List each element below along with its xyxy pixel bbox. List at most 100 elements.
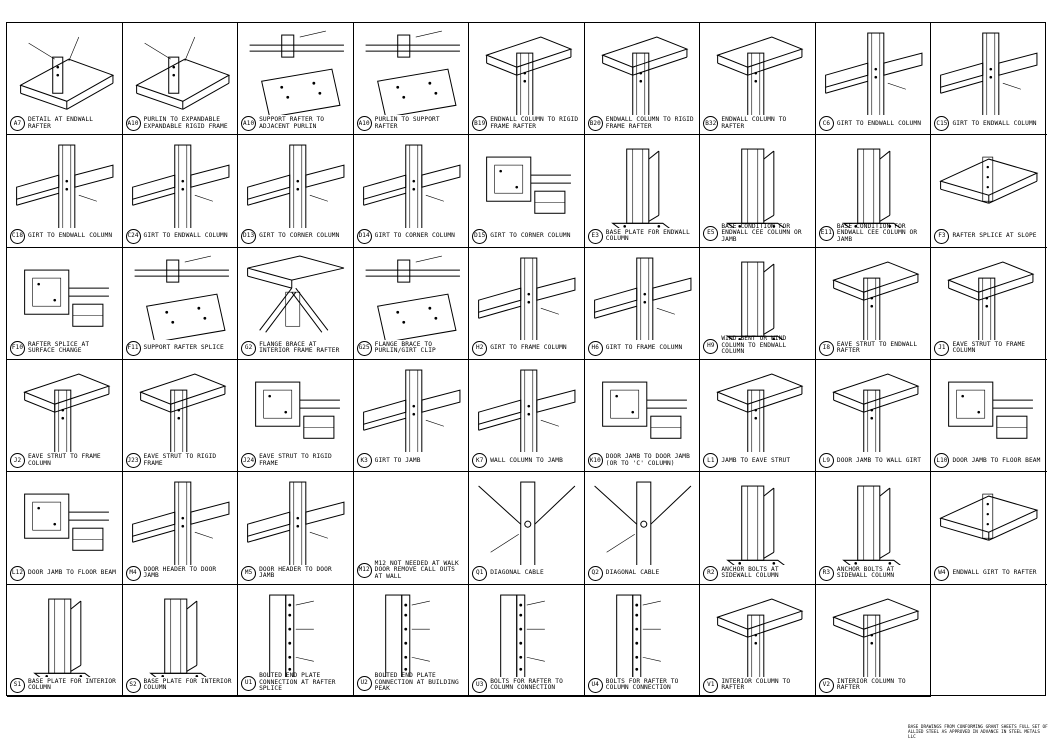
detail-id: B20 [589,119,601,127]
detail-id: H2 [476,344,484,352]
detail-id-badge: H9 [703,338,719,354]
detail-id: H9 [707,341,715,349]
detail-title: BASE PLATE FOR INTERIOR COLUMN [28,677,116,692]
detail-id: S2 [129,681,137,689]
detail-id-badge: M5 [241,565,257,581]
detail-id-badge: B19 [472,116,488,132]
detail-title: GIRT TO CORNER COLUMN [374,231,455,239]
detail-id-badge: R2 [703,565,719,581]
detail-id-badge: F3 [934,228,950,244]
detail-title: GIRT TO ENDWALL COLUMN [836,119,922,127]
detail-drawing [948,381,1034,439]
detail-drawing [601,381,687,439]
detail-drawing [500,594,546,677]
detail-drawing [23,373,111,453]
detail-id-badge: S2 [125,677,141,693]
detail-id-badge: M4 [125,565,141,581]
detail-id-badge: L1 [703,453,719,469]
detail-id: M5 [244,568,253,576]
detail-g2-20: G2 FLANGE BRACE AT INTERIOR FRAME RAFTER [238,247,354,360]
detail-drawing [485,36,573,116]
detail-drawing [832,373,920,453]
detail-drawing [842,485,900,565]
detail-id: G2 [244,344,253,352]
detail-drawing [255,381,341,439]
detail-id-badge: S1 [10,677,25,693]
detail-title: DOOR HEADER TO DOOR JAMB [259,565,332,580]
detail-id: D13 [243,231,255,239]
detail-drawing [716,598,804,677]
detail-title: SUPPORT RAFTER SPLICE [143,344,224,352]
detail-drawing [726,485,785,565]
detail-id: B19 [474,119,486,127]
detail-id-badge: H2 [472,340,488,356]
detail-id: J23 [127,456,139,464]
detail-id-badge: B32 [703,116,719,132]
detail-drawing [362,144,461,228]
detail-id-badge: U4 [587,677,603,693]
detail-drawing [384,594,430,677]
detail-drawing [478,481,576,565]
detail-title: BOLTS FOR RAFTER TO COLUMN CONNECTION [490,677,563,692]
detail-id: K10 [589,456,601,464]
detail-drawing [33,598,92,677]
detail-id: A7 [13,119,22,127]
detail-id-badge: C24 [125,228,141,244]
detail-id-badge: K3 [356,453,372,469]
detail-id-badge: F11 [125,340,141,356]
detail-drawing [593,257,692,340]
detail-title: DOOR HEADER TO DOOR JAMB [143,565,217,580]
detail-title: INTERIOR COLUMN TO RAFTER [721,677,791,692]
detail-title: JAMB TO EAVE STRUT [721,456,791,464]
detail-id-badge: D13 [241,228,257,244]
detail-title: FLANGE BRACE AT INTERIOR FRAME RAFTER [259,340,340,355]
detail-id-badge: E5 [703,226,719,242]
detail-title: GIRT TO CORNER COLUMN [259,231,340,239]
detail-id: U3 [476,681,484,689]
detail-title: BOLTED END PLATE CONNECTION AT BUILDING … [374,672,459,693]
detail-drawing [939,494,1039,542]
detail-caption: D13 GIRT TO CORNER COLUMN [241,228,351,244]
sheet-note: BASE DRAWINGS FROM CONFORMING GRANT SHEE… [908,725,1048,740]
detail-title: EAVE STRUT TO ENDWALL RAFTER [836,340,918,355]
detail-id-badge: Q1 [472,565,488,581]
detail-drawing [19,36,115,110]
detail-id: A10 [127,119,139,127]
detail-drawing [594,481,692,565]
detail-drawing [832,598,920,677]
detail-title: RAFTER SPLICE AT SURFACE CHANGE [28,340,90,355]
